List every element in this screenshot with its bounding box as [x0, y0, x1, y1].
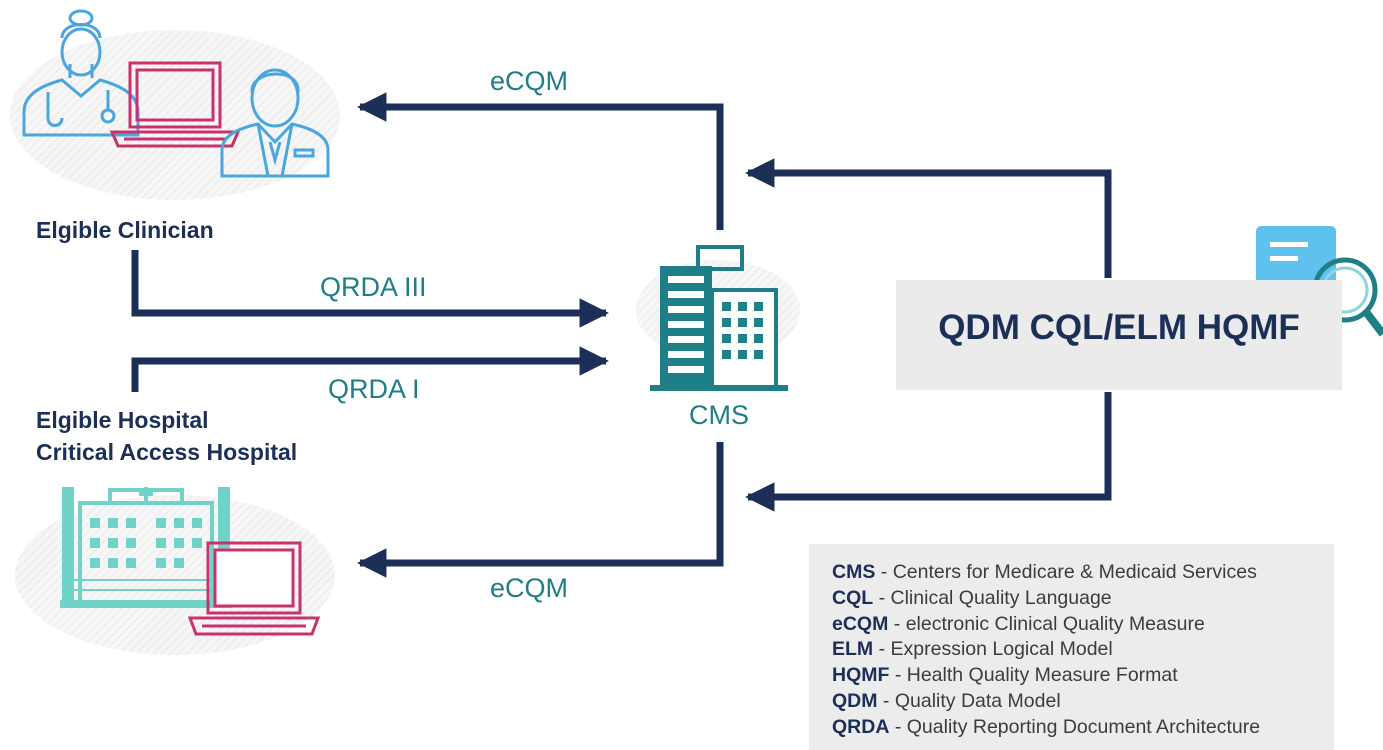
- qrda-iii-label: QRDA III: [320, 272, 427, 302]
- hospital-label: Elgible Hospital: [36, 407, 209, 433]
- legend-item: eCQM - electronic Clinical Quality Measu…: [832, 612, 1205, 635]
- critical-access-hospital-label: Critical Access Hospital: [36, 439, 298, 465]
- qrda-i-label: QRDA I: [328, 374, 420, 404]
- legend-list: CMS - Centers for Medicare & Medicaid Se…: [832, 560, 1260, 741]
- legend-item: QDM - Quality Data Model: [832, 689, 1061, 712]
- clinician-label: Elgible Clinician: [36, 217, 214, 243]
- ecqm-bottom-label: eCQM: [490, 573, 569, 603]
- hospital-illustration: [15, 487, 335, 655]
- legend-item: QRDA - Quality Reporting Document Archit…: [832, 715, 1261, 738]
- hospital-laptop-icon: [187, 541, 321, 636]
- cms-building-icon: [636, 245, 800, 391]
- laptop-icon: [109, 61, 241, 148]
- ecqm-bottom-arrow: [357, 442, 724, 578]
- legend-box: [809, 544, 1334, 750]
- cms-label: CMS: [689, 400, 749, 430]
- hospital-backdrop: [15, 495, 335, 655]
- standards-box: [896, 280, 1342, 390]
- connectors: [131, 92, 1112, 578]
- clinician-illustration: [10, 9, 340, 200]
- legend-item: CMS - Centers for Medicare & Medicaid Se…: [832, 561, 1257, 583]
- ecqm-top-label: eCQM: [490, 66, 569, 96]
- qrda-iii-arrow: [131, 250, 609, 328]
- standards-top-arrow: [745, 158, 1112, 278]
- legend-item: HQMF - Health Quality Measure Format: [832, 664, 1178, 687]
- qrda-i-arrow: [131, 346, 609, 392]
- standards-label: QDM CQL/ELM HQMF: [938, 308, 1300, 347]
- clinician-icon: [220, 68, 330, 178]
- legend-item: ELM - Expression Logical Model: [832, 638, 1113, 661]
- standards-bottom-arrow: [745, 392, 1112, 512]
- doctor-icon: [22, 9, 140, 137]
- ecqm-top-arrow: [357, 92, 724, 230]
- legend-item: CQL - Clinical Quality Language: [832, 586, 1112, 609]
